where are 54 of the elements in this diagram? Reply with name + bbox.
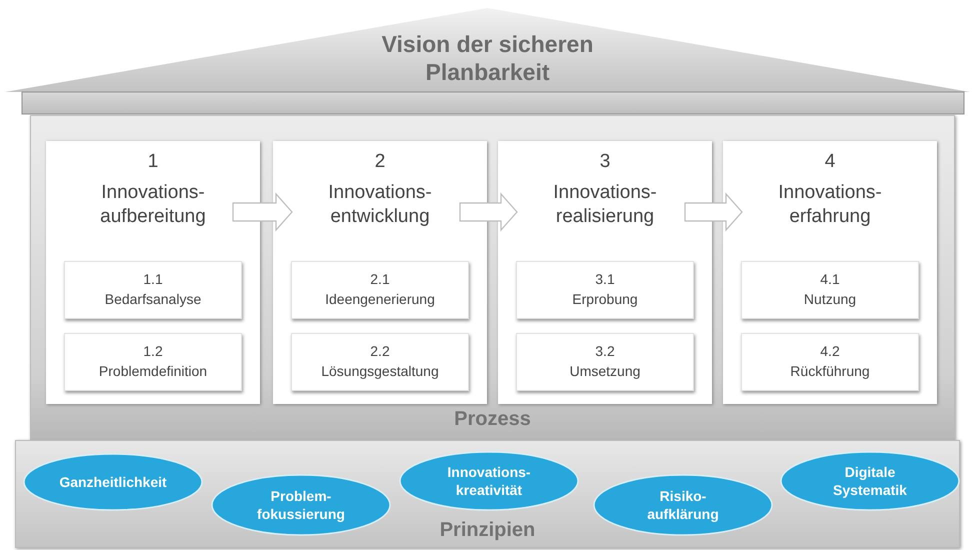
- step-box: [291, 261, 469, 319]
- process-panel: [30, 115, 955, 440]
- block-arrow: [459, 192, 518, 232]
- principle-ellipse: [593, 474, 773, 536]
- principle-ellipse: [399, 451, 579, 511]
- step-number: 2.2: [369, 343, 391, 359]
- phase-number: 4: [824, 151, 836, 173]
- step-title: Erprobung: [571, 291, 639, 307]
- step-number: 4.1: [819, 271, 841, 287]
- step-number: 4.2: [819, 343, 841, 359]
- step-box: [516, 261, 694, 319]
- block-arrow: [684, 192, 743, 232]
- step-box: [64, 333, 242, 391]
- phase-title: Innovations- aufbereitung: [99, 181, 207, 229]
- step-title: Lösungsgestaltung: [320, 363, 440, 379]
- principle-label: Risiko- aufklärung: [646, 487, 720, 523]
- vision-title: Vision der sicheren Planbarkeit: [380, 30, 594, 86]
- step-title: Problemdefinition: [98, 363, 208, 379]
- phase-title: Innovations- realisierung: [552, 181, 658, 229]
- step-box: [291, 333, 469, 391]
- step-title: Nutzung: [802, 291, 858, 307]
- phase-box: [46, 141, 260, 404]
- step-title: Rückführung: [789, 363, 871, 379]
- phase-box: [498, 141, 712, 404]
- principle-label: Digitale Systematik: [832, 463, 908, 499]
- phase-number: 1: [146, 151, 160, 173]
- step-number: 3.2: [594, 343, 616, 359]
- step-title: Umsetzung: [568, 363, 642, 379]
- phase-box: [723, 141, 937, 404]
- principle-ellipse: [780, 451, 960, 511]
- principle-label: Problem- fokussierung: [256, 487, 346, 523]
- step-title: Ideengenerierung: [324, 291, 436, 307]
- section-label: Prozess: [453, 408, 532, 431]
- principle-label: Innovations- kreativität: [446, 463, 532, 499]
- step-box: [741, 261, 919, 319]
- block-arrow: [232, 192, 293, 232]
- step-box: [64, 261, 242, 319]
- step-box: [741, 333, 919, 391]
- step-number: 3.1: [594, 271, 616, 287]
- principle-label: Ganzheitlichkeit: [58, 473, 168, 491]
- section-label: Prinzipien: [438, 519, 536, 542]
- phase-box: [273, 141, 487, 404]
- step-number: 1.2: [142, 343, 164, 359]
- phase-title: Innovations- erfahrung: [777, 181, 883, 229]
- step-title: Bedarfsanalyse: [104, 291, 202, 307]
- phase-number: 2: [374, 151, 386, 173]
- phase-title: Innovations- entwicklung: [327, 181, 433, 229]
- principles-base: [15, 440, 960, 548]
- step-number: 2.1: [369, 271, 391, 287]
- principle-ellipse: [211, 474, 391, 536]
- phase-number: 3: [598, 151, 612, 173]
- principle-ellipse: [23, 453, 203, 511]
- step-box: [516, 333, 694, 391]
- step-number: 1.1: [142, 271, 164, 287]
